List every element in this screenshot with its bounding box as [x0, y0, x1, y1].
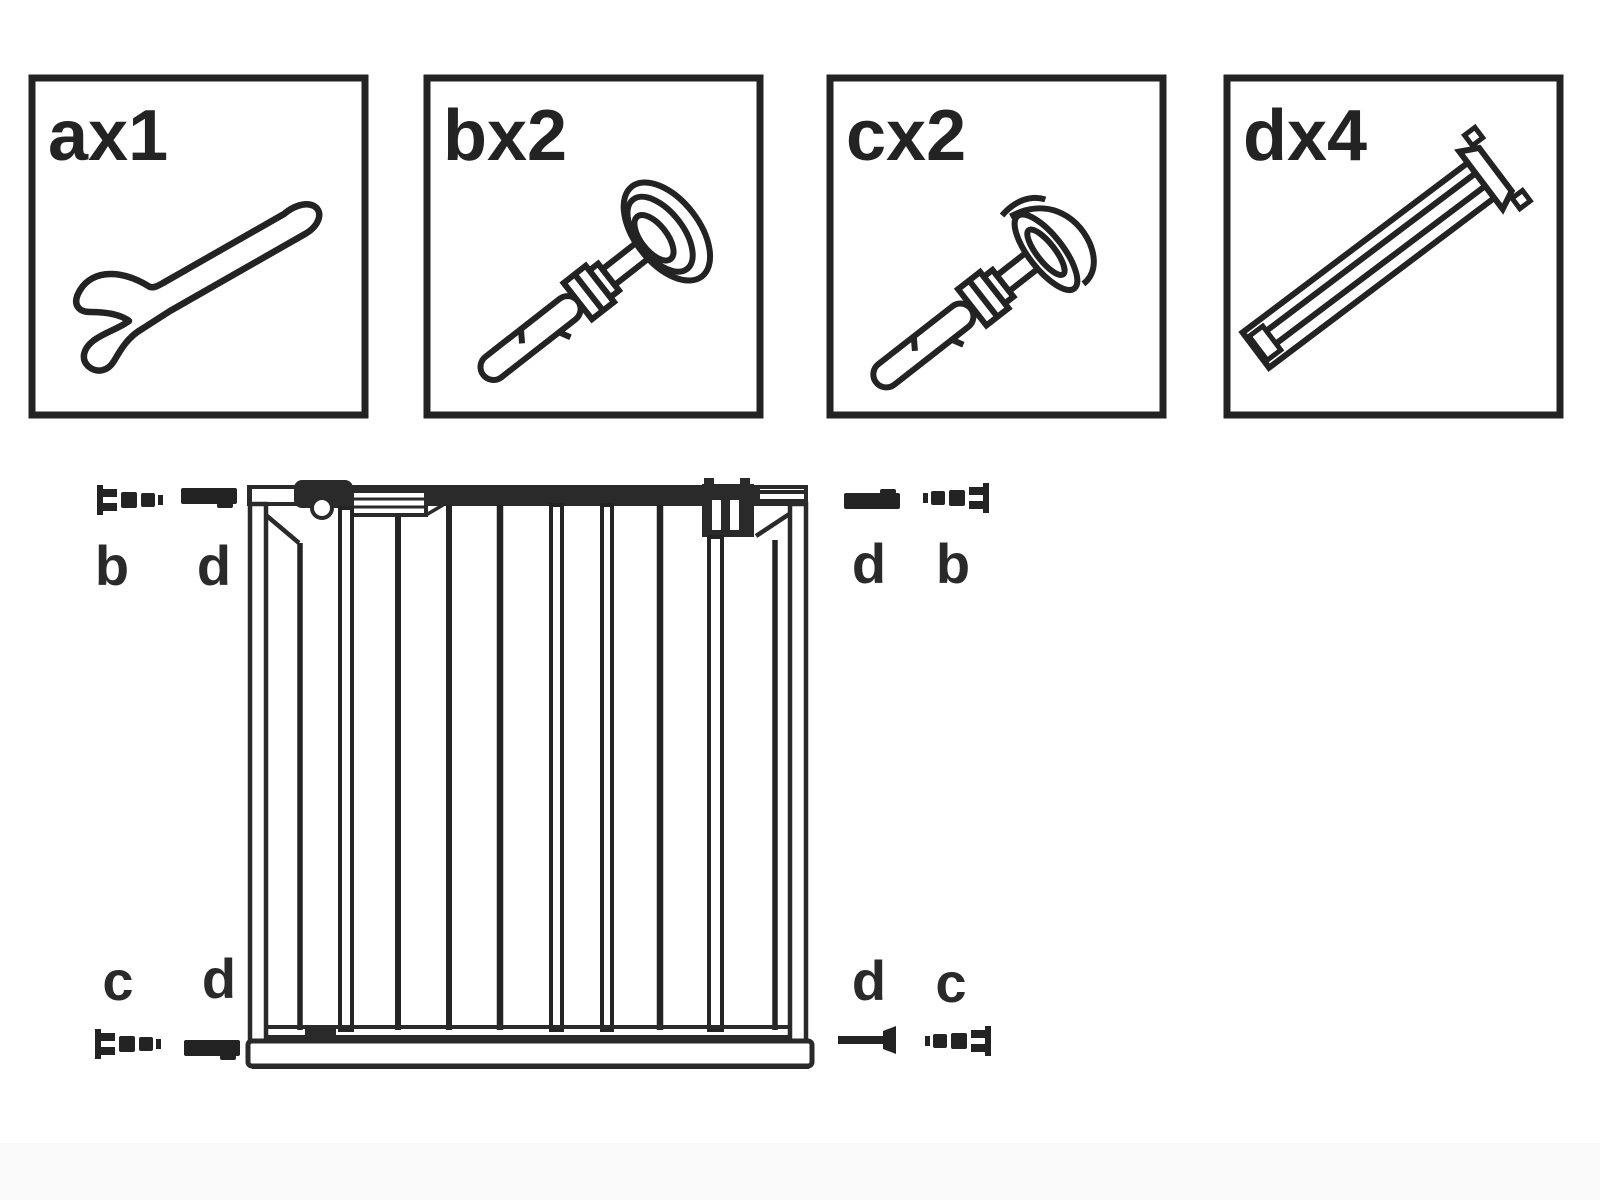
gate-base: [245, 1038, 815, 1069]
tube-d-icon: [181, 488, 237, 508]
spindle-y-cup-drawing: [870, 194, 1097, 391]
screw-c-icon: [925, 1026, 991, 1056]
screw-b-icon: [923, 483, 989, 513]
hinge-column: [707, 535, 724, 1032]
callout-label: d: [852, 949, 886, 1012]
part-box-b-label: bx2: [443, 96, 567, 176]
latch-knob: [310, 496, 334, 520]
callout-label: b: [95, 534, 129, 597]
right-post: [787, 501, 809, 1044]
gate-drawing: [245, 478, 815, 1069]
callout-label: d: [852, 532, 886, 595]
square-tube-drawing: [1238, 123, 1534, 372]
left-post: [247, 501, 269, 1044]
callout-label: c: [102, 949, 133, 1012]
footer-band: [0, 1143, 1600, 1200]
callout-label: c: [935, 951, 966, 1014]
callout-label: d: [202, 947, 236, 1010]
screw-c-icon: [95, 1029, 161, 1059]
latch-block: [294, 480, 353, 508]
part-box-a-label: ax1: [48, 96, 168, 176]
wrench-drawing: [72, 201, 323, 374]
callout-label: d: [197, 534, 231, 597]
tube-d-icon: [844, 489, 900, 509]
callout-label: b: [936, 532, 970, 595]
tube-d-icon: [184, 1040, 240, 1060]
screw-b-icon: [97, 485, 163, 515]
part-box-d-label: dx4: [1243, 96, 1367, 176]
hinge-block: [702, 484, 754, 537]
latch-slide: [350, 489, 428, 517]
gate-bars: [297, 503, 778, 1032]
part-box-c-label: cx2: [846, 96, 966, 176]
rod-d-icon: [838, 1026, 896, 1054]
spindle-round-cup-drawing: [477, 179, 714, 383]
